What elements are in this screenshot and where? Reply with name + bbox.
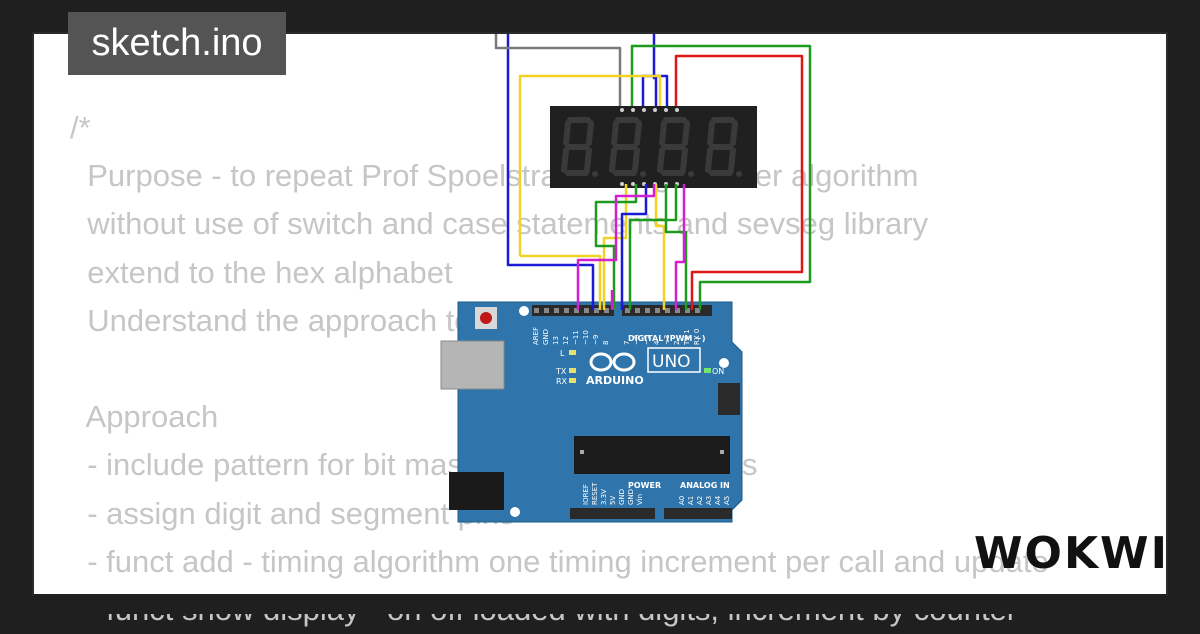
led-label: RX: [556, 377, 568, 386]
decimal-point: [592, 171, 598, 177]
code-line: /*: [70, 110, 91, 145]
pin-label: A4: [714, 495, 722, 505]
pin-label: 5V: [609, 496, 617, 505]
wire-red: [674, 54, 804, 310]
pin-label: Vin: [636, 494, 644, 505]
pin-label: GND: [542, 329, 550, 345]
pin-label: ~5: [643, 335, 651, 345]
code-line: Approach: [70, 399, 219, 435]
pin-label: TX 1: [683, 329, 691, 346]
decimal-point: [640, 171, 646, 177]
wire-yellow: [518, 74, 662, 256]
wire-blue: [620, 184, 648, 310]
pin-label: 3.3V: [600, 489, 608, 505]
segment: [657, 147, 665, 173]
digit-3: [657, 117, 694, 177]
wire-gray: [494, 34, 622, 106]
bottom-shadow: [34, 594, 1166, 614]
pin-label: A5: [723, 496, 731, 505]
pin-label: A2: [696, 496, 704, 505]
board-brand-label: ARDUINO: [586, 374, 644, 387]
code-line: extend to the hex alphabet: [70, 254, 453, 290]
pin-label: AREF: [532, 327, 540, 345]
pin-label: IOREF: [582, 484, 590, 505]
segment: [584, 147, 592, 173]
power-jack-icon: [449, 472, 504, 510]
arduino-uno-board[interactable]: ARDUINO UNO DIGITAL (PWM ~) ON L TX RX P…: [440, 301, 743, 523]
pin-label: 2: [673, 341, 681, 345]
digital-header-label: DIGITAL (PWM ~): [628, 334, 706, 343]
digit-4: [705, 117, 742, 177]
wire-green: [630, 44, 812, 310]
segment: [705, 147, 713, 173]
pin-label: ~9: [592, 335, 600, 345]
pin-label: RESET: [591, 482, 599, 505]
wire-blue: [652, 34, 658, 106]
pin-label: ~11: [572, 330, 580, 345]
wokwi-logo: WOKWI: [974, 528, 1169, 579]
on-led-label: ON: [712, 367, 724, 376]
board-model-label: UNO: [652, 352, 691, 372]
segment: [563, 120, 571, 146]
wire-blue: [506, 34, 595, 310]
wires: [494, 34, 812, 310]
code-line: - funct add - timing algorithm one timin…: [70, 543, 1049, 579]
segment: [632, 147, 640, 173]
pin-label: 4: [653, 340, 661, 345]
segment: [561, 147, 569, 173]
power-header-label: POWER: [628, 481, 661, 490]
wire-yellow: [654, 184, 666, 310]
reset-button[interactable]: [480, 312, 492, 324]
pin-label: GND: [618, 489, 626, 505]
decimal-point: [688, 171, 694, 177]
segment: [707, 120, 715, 146]
pin-label: A3: [705, 496, 713, 505]
wire-green: [594, 184, 638, 310]
wire-green: [628, 184, 678, 310]
pin-label: A1: [687, 496, 695, 505]
segment: [728, 147, 736, 173]
pin-label: 8: [602, 341, 610, 345]
seven-segment-display[interactable]: [550, 106, 757, 188]
segment: [682, 120, 690, 146]
microcontroller-chip-icon: [574, 436, 730, 474]
wire-magenta: [576, 184, 656, 310]
wire-magenta: [674, 184, 686, 310]
segment: [611, 120, 619, 146]
brand-name: WOKWI: [974, 528, 1169, 579]
wire-green: [664, 184, 688, 310]
pin-label: A0: [678, 496, 686, 505]
segment: [730, 120, 738, 146]
pin-label: 12: [562, 336, 570, 345]
led-label: TX: [555, 367, 567, 376]
segment: [586, 120, 594, 146]
segment: [634, 120, 642, 146]
digit-2: [609, 117, 646, 177]
wire-yellow: [520, 254, 602, 310]
segment: [680, 147, 688, 173]
pin-label: RX 0: [693, 329, 701, 345]
pin-label: ~3: [663, 335, 671, 345]
segment: [609, 147, 617, 173]
digit-1: [561, 117, 598, 177]
led-label: L: [560, 349, 565, 358]
pin-label: 7: [623, 341, 631, 345]
arduino-logo-icon: [589, 352, 636, 372]
pin-label: ~6: [633, 334, 641, 345]
pin-label: GND: [627, 489, 635, 505]
decimal-point: [736, 171, 742, 177]
analog-header-label: ANALOG IN: [680, 481, 730, 490]
usb-connector-icon: [440, 340, 505, 390]
pin-label: 13: [552, 336, 560, 345]
segment: [659, 120, 667, 146]
pin-label: ~10: [582, 330, 590, 345]
file-title: sketch.ino: [68, 12, 286, 75]
